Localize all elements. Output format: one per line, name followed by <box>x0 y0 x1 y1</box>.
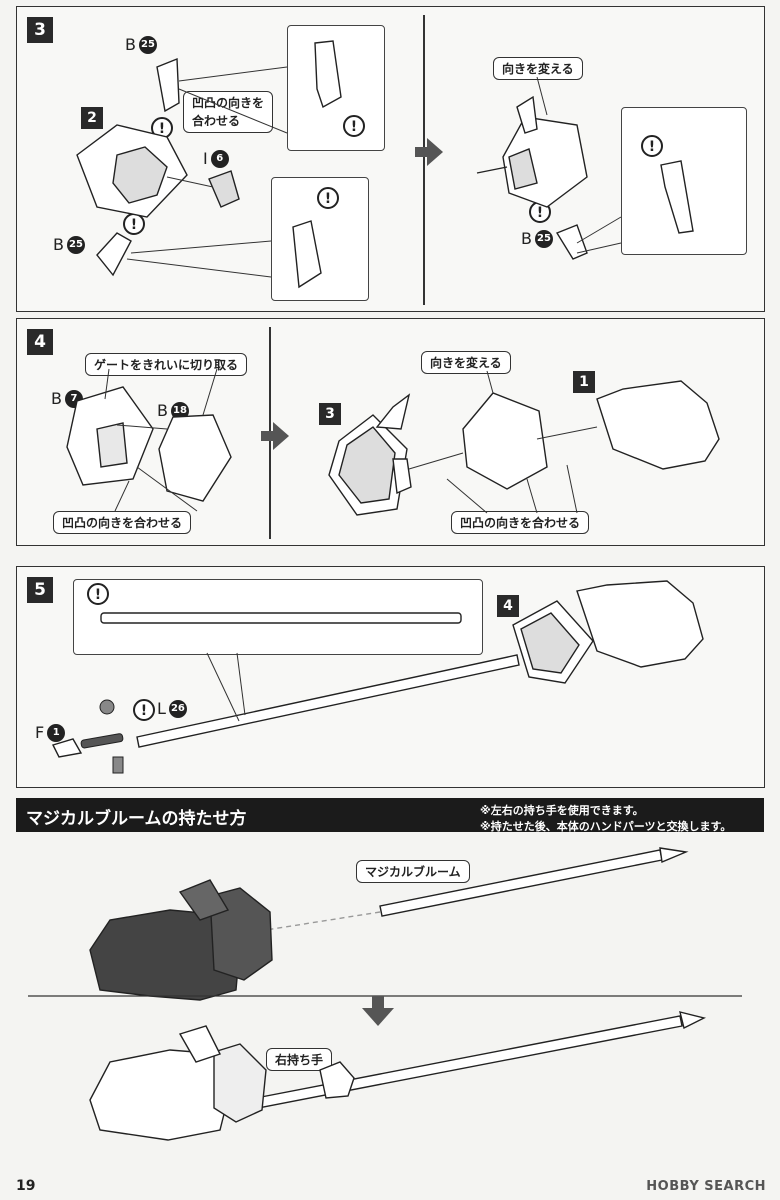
warning-icon: ! <box>641 135 663 157</box>
watermark-logo: HOBBY SEARCH <box>646 1179 766 1194</box>
label-change-direction: 向きを変える <box>421 351 511 374</box>
label-change-direction: 向きを変える <box>493 57 583 80</box>
ref-step-1: 1 <box>573 371 595 393</box>
flow-arrow-stem <box>415 147 427 157</box>
page-number: 19 <box>16 1178 36 1194</box>
step5-illustration <box>52 580 704 774</box>
label-align-right: 凹凸の向きを合わせる <box>451 511 590 534</box>
warning-icon: ! <box>317 187 339 209</box>
flow-arrow-stem <box>261 431 273 441</box>
label-right-grip: 右持ち手 <box>266 1048 333 1071</box>
step3-illustration <box>76 40 694 289</box>
note-left-right-grip: ※左右の持ち手を使用できます。 <box>480 804 644 817</box>
label-align-left: 凹凸の向きを合わせる <box>53 511 192 534</box>
step-number: 3 <box>27 17 53 43</box>
label-magical-broom: マジカルブルーム <box>356 860 470 883</box>
label-cut-gate: ゲートをきれいに切り取る <box>85 353 248 376</box>
warning-icon: ! <box>343 115 365 137</box>
section-title: マジカルブルームの持たせ方 <box>26 809 247 829</box>
section-illustration <box>28 847 742 1141</box>
step-divider <box>423 15 425 305</box>
ref-step-4: 4 <box>497 595 519 617</box>
label-align-orientation: 凹凸の向きを合わせる <box>183 91 274 133</box>
flow-arrow-icon <box>427 138 443 166</box>
ref-step-3: 3 <box>319 403 341 425</box>
flow-arrow-icon <box>273 422 289 450</box>
step-number: 4 <box>27 329 53 355</box>
section-header: マジカルブルームの持たせ方 <box>16 798 764 832</box>
step4-illustration <box>66 368 720 516</box>
warning-icon: ! <box>133 699 155 721</box>
step-number: 5 <box>27 577 53 603</box>
note-replace-hand: ※持たせた後、本体のハンドパーツと交換します。 <box>480 820 732 833</box>
warning-icon: ! <box>87 583 109 605</box>
substep-number: 2 <box>81 107 103 129</box>
